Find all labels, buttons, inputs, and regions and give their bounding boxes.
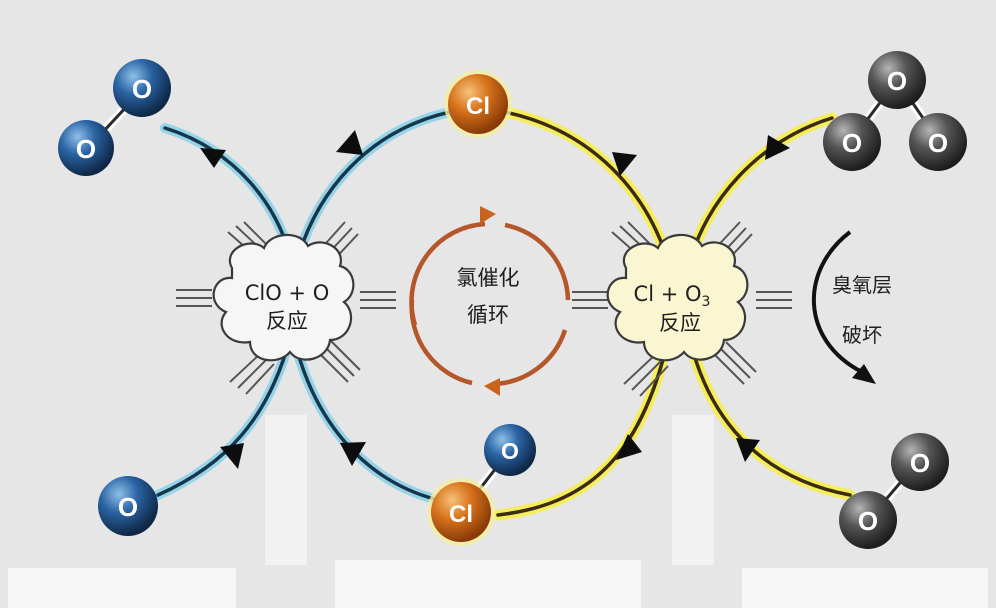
right-reaction-label: 反应 [659,311,701,335]
clo-molecule-bottom: O Cl [427,424,536,546]
oxygen-atom-label: O [132,74,152,104]
oxygen-atom-label: O [501,438,519,464]
curved-arrow-head [852,364,876,384]
chlorine-atom-label: Cl [449,501,473,528]
cycle-arrow-bottom [484,378,500,396]
arrow-yellow-3 [616,434,642,460]
catalytic-cycle: 氯催化 循环 [409,206,571,396]
left-reaction-cloud: ClO + O 反应 [176,221,396,395]
arrow-yellow-1 [612,152,637,176]
cycle-label-line1: 氯催化 [457,266,520,290]
arrow-yellow-2 [765,135,790,160]
oxygen-atom-label: O [76,134,96,164]
oxygen-atom-label: O [928,128,948,158]
ozone-label-line2: 破坏 [842,323,882,347]
yellow-paths [492,106,856,521]
oxygen-atom-label: O [910,448,930,478]
oxygen-atom-label: O [118,492,138,522]
right-reaction-formula: Cl + O3 [634,282,711,310]
bottom-panel-left [8,568,236,608]
chlorine-atom-top: Cl [444,70,512,138]
path-o-input [156,336,292,497]
chlorine-atom-label: Cl [466,93,490,120]
arrow-blue-4 [340,442,366,466]
left-reaction-formula: ClO + O [245,281,330,305]
left-support-bar [265,415,307,565]
oxygen-atom-label: O [858,506,878,536]
right-reaction-cloud: Cl + O3 反应 [572,221,792,397]
arrow-yellow-4 [736,438,760,462]
arrow-blue-1 [200,148,226,168]
right-support-bar [672,415,714,565]
o3-molecule-top-right: O O O [823,51,967,171]
oxygen-atom-label: O [842,128,862,158]
path-clo-output [496,338,670,517]
oxygen-atom-label: O [887,66,907,96]
ozone-label-line1: 臭氧层 [832,273,892,297]
blue-paths [153,107,455,505]
bottom-panel-right [742,568,988,608]
arrow-blue-2 [336,130,363,155]
arrow-blue-3 [220,443,244,469]
path-cl-input [503,110,672,270]
bottom-panel-center [335,560,641,608]
ozone-destruction: 臭氧层 破坏 [811,230,892,384]
left-reaction-label: 反应 [266,309,308,333]
oxygen-atom-bottom-left: O [98,476,158,536]
path-clo-input [292,336,440,502]
cycle-arrow-top [480,206,496,224]
o2-molecule-top-left: O O [58,59,171,176]
o2-molecule-bottom-right: O O [839,433,949,549]
cycle-label-line2: 循环 [467,303,509,327]
